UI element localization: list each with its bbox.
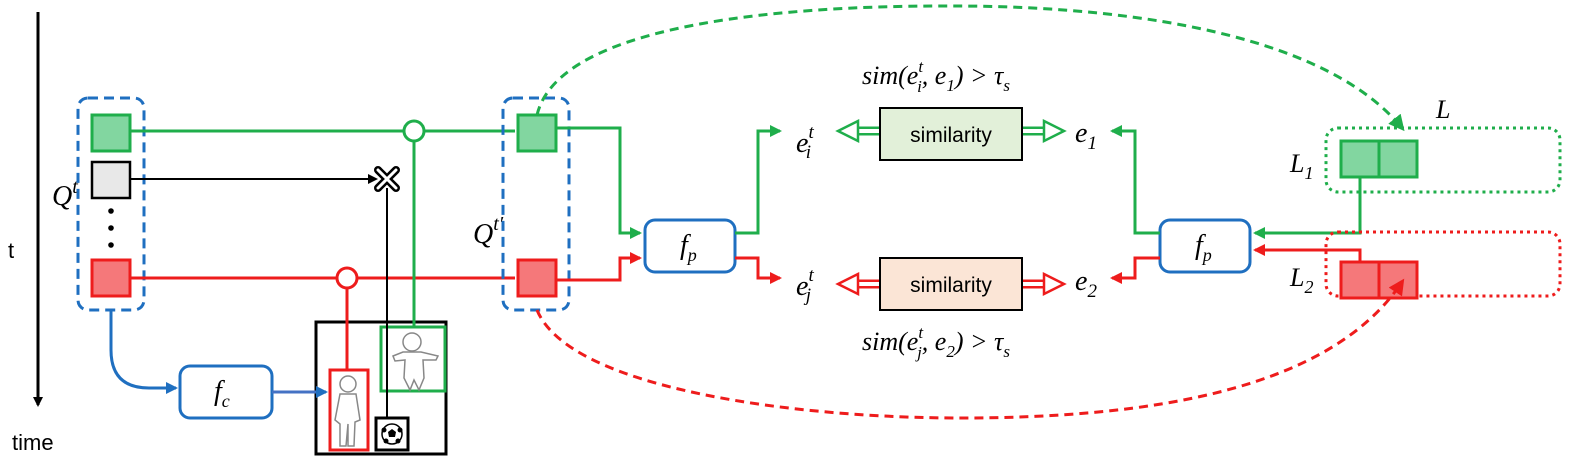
fc-label: fc	[214, 376, 230, 411]
memory-l1-slot	[1339, 139, 1381, 179]
fp-to-e2-arrow	[1110, 256, 1160, 284]
e2-label: e2	[1075, 266, 1097, 302]
queue-qt-prime-label: Qt′	[473, 213, 504, 250]
ellipsis-dot	[108, 225, 114, 231]
time-axis: t time	[8, 12, 54, 455]
red-memory-update-curve	[535, 278, 1405, 420]
fp-right-label: fp	[1195, 230, 1212, 265]
similarity-box-top	[879, 107, 1023, 161]
fp-box-left	[643, 218, 737, 274]
green-to-fp-arrow	[556, 126, 642, 239]
memory-l1-slot	[1377, 139, 1419, 179]
green-match-node	[402, 119, 426, 143]
similarity-box-bottom-label: similarity	[910, 274, 992, 297]
updated-query-green	[516, 113, 558, 153]
fp-left-label: fp	[680, 230, 697, 265]
soccer-ball-icon	[381, 423, 403, 445]
queue-qt: Qt	[52, 96, 146, 312]
memory-l1-border	[1324, 126, 1562, 194]
memory-l2-border	[1324, 230, 1562, 298]
ellipsis-dot	[108, 208, 114, 214]
fp-to-e1-arrow	[1110, 125, 1160, 235]
green-memory-update-curve	[535, 4, 1405, 132]
red-to-fp-arrow	[556, 252, 642, 282]
queue-qt-prime: Qt′	[473, 96, 571, 312]
queue-qt-label: Qt	[52, 176, 78, 212]
red-match-node	[335, 266, 359, 290]
person-icon	[334, 375, 361, 447]
queue-to-fc-arrow	[109, 310, 178, 394]
query-gray	[90, 160, 132, 200]
fp-box-right	[1158, 218, 1252, 274]
updated-query-red	[516, 258, 558, 298]
similarity-box-bottom	[879, 257, 1023, 311]
unmatched-x-icon	[374, 166, 400, 192]
image-frame	[314, 320, 448, 456]
memory-l1-label: L1	[1289, 149, 1313, 183]
fp-to-ei-arrow	[735, 125, 782, 235]
memory-bank: L L1 L2	[1289, 95, 1562, 300]
similarity-box-top-label: similarity	[910, 124, 992, 147]
time-axis-label: time	[12, 430, 54, 455]
memory-l2-slot	[1339, 260, 1381, 300]
query-red	[90, 258, 132, 298]
l2-to-fp-arrow	[1253, 244, 1362, 262]
memory-l2-label: L2	[1289, 263, 1313, 297]
memory-label: L	[1435, 95, 1450, 124]
memory-l2-slot	[1377, 260, 1419, 300]
queue-qt-prime-border	[501, 96, 571, 312]
e1-label: e1	[1075, 118, 1097, 154]
query-green	[90, 113, 132, 153]
fp-to-ej-arrow	[735, 256, 782, 284]
l1-to-fp-arrow	[1253, 178, 1362, 239]
ellipsis-dot	[108, 242, 114, 248]
person-jumping-icon	[392, 332, 440, 392]
time-axis-short-label: t	[8, 238, 14, 263]
